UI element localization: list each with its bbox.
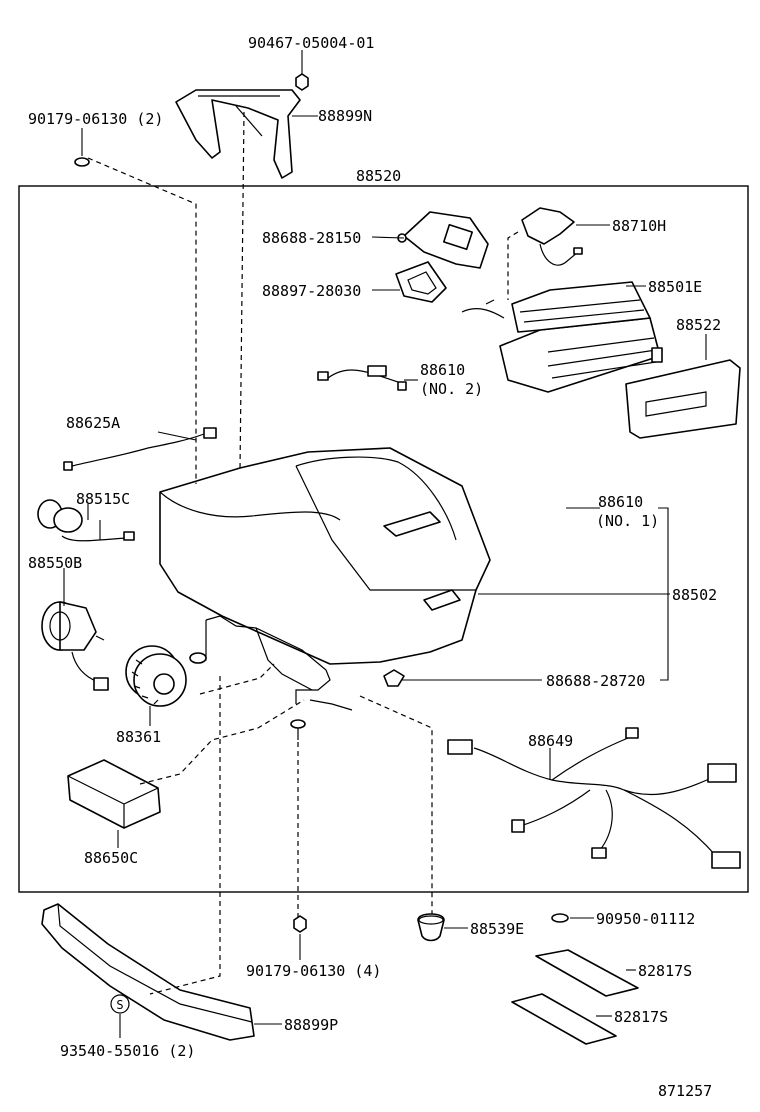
bracket-88899N[interactable]	[175, 89, 301, 179]
duct-88899P[interactable]	[41, 903, 255, 1041]
label-88610-no1-sub: (NO. 1)	[596, 512, 659, 530]
sensor-88610-no2[interactable]	[317, 365, 407, 391]
label-88610-no1: 88610	[598, 493, 643, 511]
label-88522: 88522	[676, 316, 721, 334]
label-88899P: 88899P	[284, 1016, 338, 1034]
leader-lines	[63, 50, 707, 1038]
part-labels: 90467-05004-01 90179-06130 (2) 88899N 88…	[28, 34, 721, 1100]
s-mark-text: S	[116, 998, 123, 1012]
wire-harness-88649[interactable]	[447, 727, 741, 869]
grommet-88539E[interactable]	[417, 913, 445, 942]
pad-82817S-b[interactable]	[511, 993, 617, 1045]
label-88515C: 88515C	[76, 490, 130, 508]
label-88539E: 88539E	[470, 920, 524, 938]
label-88710H: 88710H	[612, 217, 666, 235]
sensor-88515C[interactable]	[37, 499, 135, 542]
fan-88361[interactable]	[125, 645, 187, 707]
nut-90179-bottom[interactable]	[293, 915, 307, 933]
label-88650C: 88650C	[84, 849, 138, 867]
label-90179-top: 90179-06130 (2)	[28, 110, 163, 128]
motor-88550B[interactable]	[41, 601, 109, 691]
label-88361: 88361	[116, 728, 161, 746]
plate-88522[interactable]	[625, 359, 741, 439]
clip-90950[interactable]	[551, 913, 569, 923]
label-871257: 871257	[658, 1082, 712, 1100]
label-88520: 88520	[356, 167, 401, 185]
label-88502: 88502	[672, 586, 717, 604]
label-88897-28030: 88897-28030	[262, 282, 361, 300]
evaporator-88501E[interactable]	[461, 281, 663, 393]
screw-90179-top[interactable]	[74, 157, 90, 167]
harness-88625A[interactable]	[63, 427, 217, 471]
valve-88710H[interactable]	[521, 207, 583, 266]
label-88501E: 88501E	[648, 278, 702, 296]
mounting-bracket[interactable]	[189, 615, 353, 711]
assembly-frame	[18, 185, 749, 893]
label-88649: 88649	[528, 732, 573, 750]
label-88610-no2-sub: (NO. 2)	[420, 380, 483, 398]
gasket-88897-28030[interactable]	[395, 261, 447, 303]
amplifier-88650C[interactable]	[67, 759, 161, 829]
label-88625A: 88625A	[66, 414, 120, 432]
label-82817S-b: 82817S	[614, 1008, 668, 1026]
clip-88688-28720[interactable]	[383, 669, 405, 687]
blower-housing-88502[interactable]	[159, 447, 491, 665]
label-88688-28150: 88688-28150	[262, 229, 361, 247]
assembly-lines	[87, 111, 519, 995]
screw-lower[interactable]	[290, 719, 306, 740]
label-88550B: 88550B	[28, 554, 82, 572]
label-88899N: 88899N	[318, 107, 372, 125]
label-93540: 93540-55016 (2)	[60, 1042, 195, 1060]
label-82817S-a: 82817S	[638, 962, 692, 980]
label-90179-bottom: 90179-06130 (4)	[246, 962, 381, 980]
connector-88688-28150[interactable]	[397, 211, 489, 269]
nut-90467[interactable]	[295, 73, 309, 91]
label-90467: 90467-05004-01	[248, 34, 374, 52]
label-88610-no2: 88610	[420, 361, 465, 379]
s-circle-mark: S	[110, 994, 130, 1014]
label-88688-28720: 88688-28720	[546, 672, 645, 690]
label-90950: 90950-01112	[596, 910, 695, 928]
pad-82817S-a[interactable]	[535, 949, 639, 997]
